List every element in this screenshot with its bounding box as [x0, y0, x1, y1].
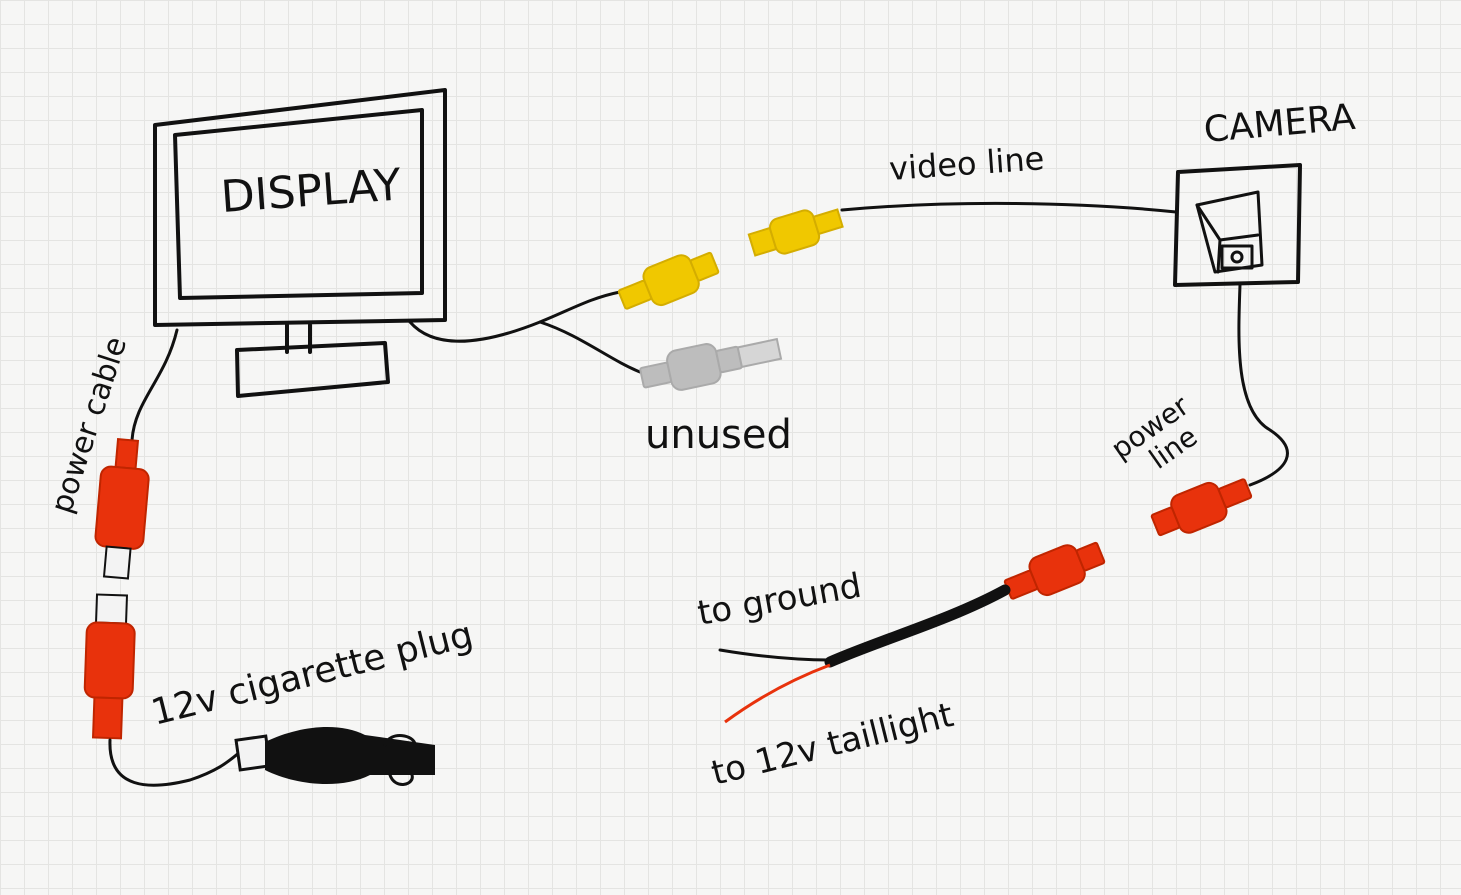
unused-connector — [636, 336, 783, 399]
display-power-cable — [130, 328, 179, 442]
unused-label: unused — [645, 412, 792, 458]
ground-wire — [718, 648, 832, 662]
power-connector-plug-side — [83, 593, 136, 740]
video-connector-display-side — [613, 242, 724, 320]
power-connector-display-side — [94, 438, 150, 580]
cigarette-plug — [234, 726, 435, 786]
camera-power-cable — [1237, 283, 1289, 487]
display-av-cable — [408, 290, 622, 343]
harness-cable — [824, 584, 1011, 668]
cigarette-plug-cable — [108, 738, 242, 787]
to-ground-label: to ground — [695, 566, 865, 634]
camera: CAMERA — [1173, 97, 1357, 287]
video-connector-camera-side — [747, 208, 844, 257]
display-monitor: DISPLAY — [153, 88, 447, 398]
power-connector-harness-side — [999, 532, 1110, 610]
video-line-label: video line — [888, 139, 1046, 188]
video-line-cable — [840, 201, 1178, 214]
cigarette-plug-label: 12v cigarette plug — [147, 614, 477, 734]
display-label: DISPLAY — [219, 160, 403, 223]
unused-branch-cable — [538, 320, 642, 374]
power-connector-camera-side — [1146, 468, 1257, 546]
taillight-wire — [724, 663, 831, 724]
camera-label: CAMERA — [1202, 97, 1357, 151]
